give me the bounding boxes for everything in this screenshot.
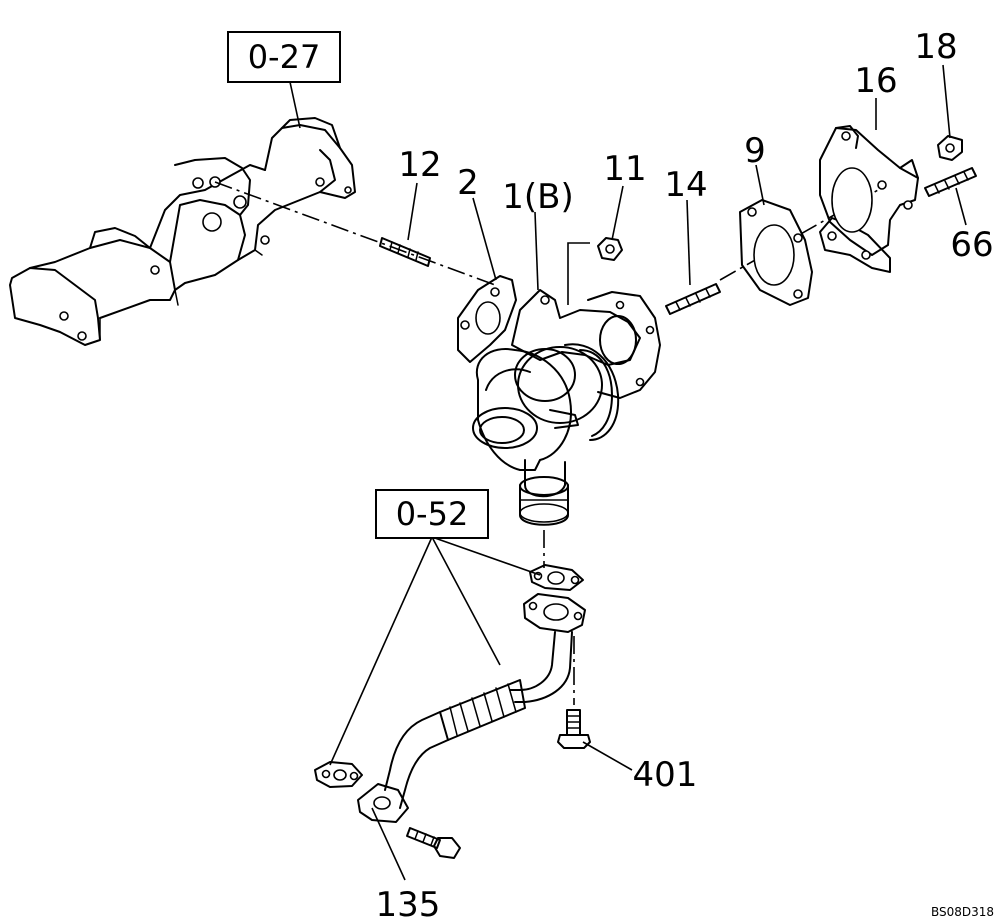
svg-text:0-52: 0-52 <box>396 495 469 533</box>
callout-1b: 1(B) <box>502 177 574 217</box>
turbocharger-1b <box>472 289 661 526</box>
gasket-lower <box>314 761 363 788</box>
reference-box-0-27[interactable]: 0-27 <box>227 31 341 83</box>
callout-135: 135 <box>376 885 441 924</box>
gasket-9 <box>739 199 813 306</box>
callout-66: 66 <box>950 225 993 265</box>
nut-11 <box>597 237 623 261</box>
bolt-401 <box>557 709 591 749</box>
centerline-manifold-stud <box>214 181 499 287</box>
stud-66 <box>924 167 977 197</box>
oil-drain-pipe <box>357 593 586 823</box>
exhaust-elbow-16 <box>819 125 919 273</box>
callout-9: 9 <box>744 131 766 171</box>
callout-11: 11 <box>603 149 646 189</box>
exhaust-manifold <box>9 117 356 346</box>
stud-14 <box>665 283 721 315</box>
nut-18 <box>937 135 963 161</box>
callout-16: 16 <box>854 61 897 101</box>
gasket-upper <box>529 564 584 591</box>
reference-box-0-52[interactable]: 0-52 <box>375 489 489 539</box>
gasket-2 <box>457 275 517 363</box>
stud-12 <box>379 237 431 267</box>
svg-text:0-27: 0-27 <box>248 38 321 76</box>
callout-2: 2 <box>457 163 479 203</box>
callout-14: 14 <box>664 165 707 205</box>
bolt-135 <box>406 827 461 859</box>
callout-12: 12 <box>398 145 441 185</box>
callout-401: 401 <box>633 755 698 795</box>
leader-lines <box>289 64 967 881</box>
drawing-code: BS08D318 <box>931 905 994 919</box>
callout-18: 18 <box>914 27 957 67</box>
